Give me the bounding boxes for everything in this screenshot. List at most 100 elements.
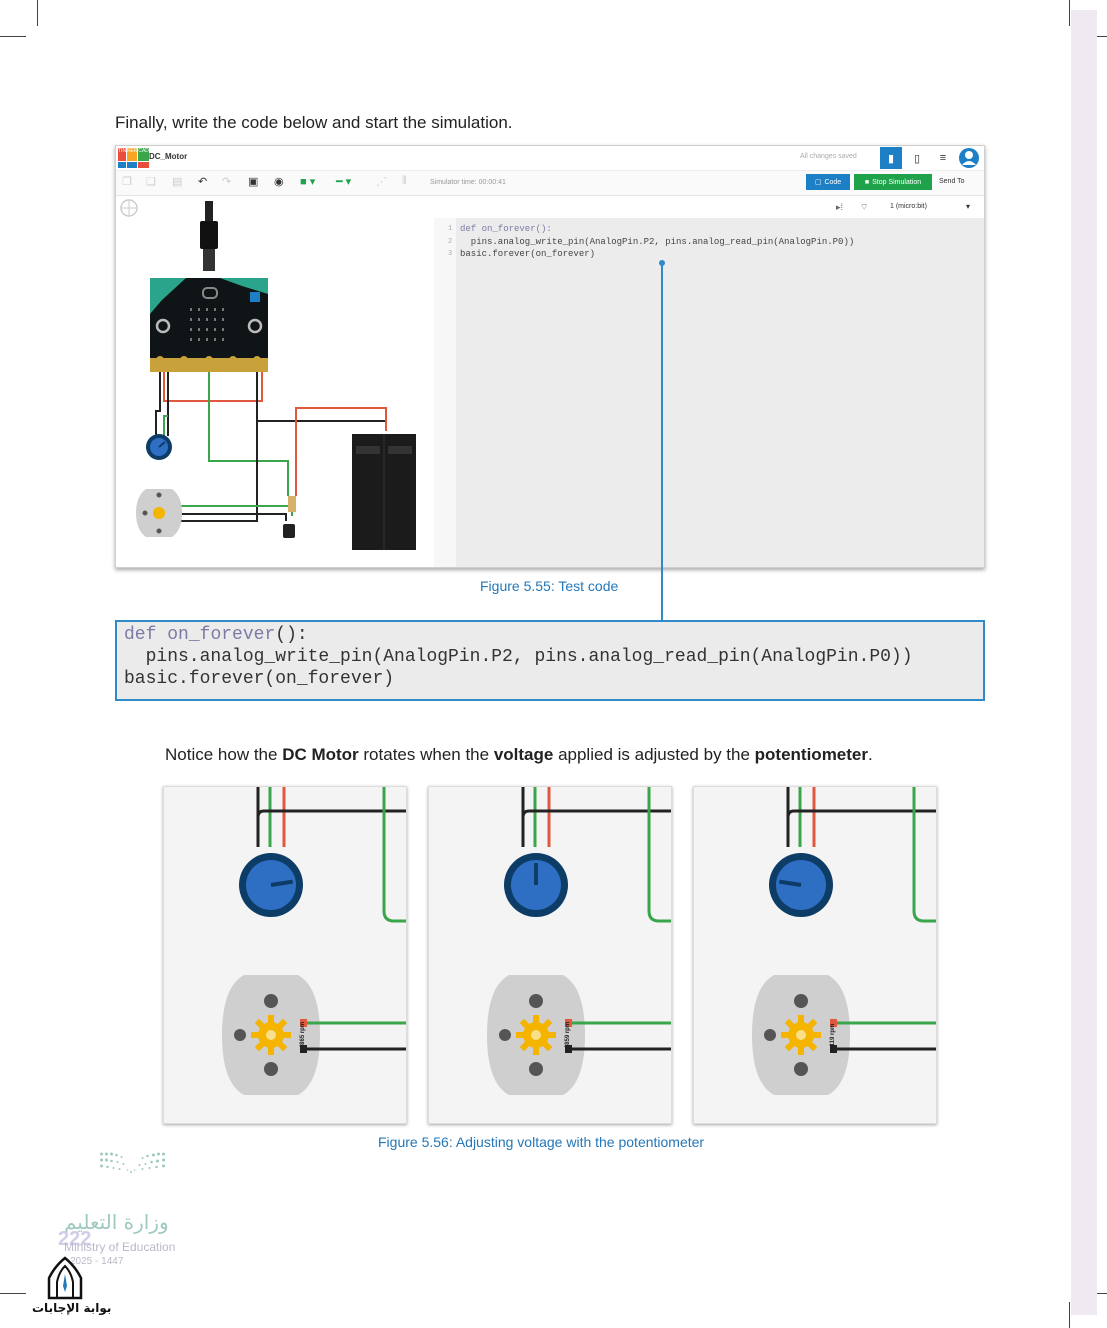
dc-motor <box>136 489 182 537</box>
code-text: def on_forever(): pins.analog_write_pin(… <box>124 624 913 690</box>
circuit-wires <box>155 372 387 522</box>
logo-cell <box>138 161 149 168</box>
notice-bold: DC Motor <box>282 745 359 764</box>
editor-header: ▸⁞ ⌔ 1 (micro:bit) ▾ <box>434 196 984 218</box>
app-logo: TIN KER CAD <box>118 148 149 168</box>
usb-cable <box>200 201 218 271</box>
callout-connector <box>659 260 665 622</box>
notes-icon[interactable]: ▣ <box>248 176 259 188</box>
intro-text: Finally, write the code below and start … <box>115 113 513 132</box>
logo-cell <box>127 161 138 168</box>
edition-year: 2025 - 1447 <box>70 1256 124 1267</box>
step-icon[interactable]: ▸⁞ <box>836 202 844 212</box>
code-line: basic.forever(on_forever) <box>460 249 596 259</box>
code-line: def on_forever(): <box>124 624 913 646</box>
panel-drawing: 1859 rpm <box>487 787 671 1095</box>
potentiometer-panel: 1859 rpm <box>428 786 672 1124</box>
simulator-screenshot: TIN KER CAD DC_Motor All changes saved ▮… <box>115 145 985 568</box>
view-icon[interactable]: ◉ <box>274 176 284 188</box>
watermark-logo-icon <box>47 1256 83 1300</box>
undo-icon[interactable]: ↶ <box>198 176 208 188</box>
user-avatar[interactable] <box>958 147 980 169</box>
code-line: pins.analog_write_pin(AnalogPin.P2, pins… <box>124 647 913 667</box>
potentiometer-knob <box>504 853 568 917</box>
potentiometer <box>146 434 172 460</box>
circuit-view-button[interactable]: ▮ <box>880 147 902 169</box>
motor-rpm-label: 4865 rpm <box>300 1022 306 1048</box>
save-status: All changes saved <box>800 153 857 160</box>
logo-cell: KER <box>127 148 138 161</box>
copy-icon[interactable]: ❐ <box>122 176 132 188</box>
line-numbers: 1 2 3 <box>448 223 452 261</box>
line-number: 1 <box>448 225 453 233</box>
potentiometer-panel: 119 rpm <box>693 786 937 1124</box>
color-picker-icon[interactable]: ■ ▾ <box>300 176 316 188</box>
potentiometer-knob <box>769 853 833 917</box>
code-function-name: _forever <box>188 625 276 645</box>
zoom-fit-icon[interactable] <box>120 199 138 217</box>
code-editor[interactable]: ▸⁞ ⌔ 1 (micro:bit) ▾ 1 2 3 def on_forever(… <box>434 196 984 567</box>
line-number: 2 <box>448 237 453 246</box>
code-function-text: forever <box>199 625 276 645</box>
align-icon[interactable]: ⫴ <box>402 175 407 187</box>
ministry-name-english: Ministry of Education <box>64 1240 176 1254</box>
microbit-board <box>150 278 268 372</box>
ministry-logo-dots <box>100 1152 165 1173</box>
panel-drawing: 4865 rpm <box>222 787 406 1095</box>
paste-icon[interactable]: ❏ <box>146 176 156 188</box>
component-icon[interactable]: ▯ <box>913 152 921 165</box>
flip-icon[interactable]: ⋰ <box>376 176 387 188</box>
dc-motor <box>487 975 585 1095</box>
stop-simulation-button[interactable]: ■Stop Simulation <box>854 174 932 190</box>
app-top-bar: TIN KER CAD DC_Motor All changes saved ▮… <box>116 146 984 171</box>
notice-bold: voltage <box>493 745 554 764</box>
app-toolbar: ❐ ❏ ▤ ↶ ↷ ▣ ◉ ■ ▾ ━ ▾ ⋰ ⫴ Simulator time… <box>116 171 984 196</box>
logo-cell: CAD <box>138 148 149 161</box>
code-line: pins.analog_write_pin(AnalogPin.P2, pins… <box>460 236 855 247</box>
editor-gutter <box>434 218 456 567</box>
crop-mark <box>37 0 38 26</box>
wire-type-icon[interactable]: ━ ▾ <box>336 176 352 188</box>
code-line: basic.forever(on_forever) <box>124 669 395 689</box>
send-to-button[interactable]: Send To <box>939 178 965 185</box>
potentiometer-panel: 4865 rpm <box>163 786 407 1124</box>
code-icon: ▢ <box>814 179 822 186</box>
motor-rpm-label: 119 rpm <box>830 1024 836 1047</box>
stop-simulation-label: Stop Simulation <box>872 178 922 186</box>
code-listing: def on_forever(): pins.analog_write_pin(… <box>115 620 985 701</box>
crop-mark <box>1069 0 1070 26</box>
ministry-name-arabic: وزارة التعليم <box>64 1210 169 1234</box>
potentiometer-knob <box>239 853 303 917</box>
figure-caption: Figure 5.55: Test code <box>480 578 619 594</box>
crop-mark <box>0 36 26 37</box>
crop-mark <box>0 1293 26 1294</box>
circuit-canvas[interactable] <box>116 196 434 567</box>
project-name[interactable]: DC_Motor <box>149 152 188 161</box>
code-button[interactable]: ▢Code <box>806 174 850 190</box>
notice-bold: potentiometer <box>754 745 868 764</box>
notice-text: Notice how the DC Motor rotates when the… <box>165 745 873 765</box>
logo-cell <box>118 161 127 168</box>
notice-part: Notice how the <box>165 745 283 764</box>
editor-code[interactable]: def on_forever(): pins.analog_write_pin(… <box>460 223 854 261</box>
list-icon[interactable]: ≡ <box>939 152 947 164</box>
panel-drawing: 119 rpm <box>752 787 936 1095</box>
code-button-label: Code <box>824 178 842 186</box>
transistor <box>283 496 296 538</box>
redo-icon[interactable]: ↷ <box>222 176 232 188</box>
delete-icon[interactable]: ▤ <box>172 176 183 188</box>
code-keyword: on <box>167 625 189 645</box>
page-number: 222 <box>58 1228 92 1250</box>
code-keyword: def <box>124 625 157 645</box>
motor-rpm-label: 1859 rpm <box>565 1022 571 1048</box>
line-number: 3 <box>448 250 453 258</box>
notice-part: . <box>868 745 873 764</box>
debug-icon[interactable]: ⌔ <box>860 202 869 212</box>
logo-cell: TIN <box>118 148 127 161</box>
chevron-down-icon[interactable]: ▾ <box>966 202 971 211</box>
code-line: def on_forever(): <box>460 224 552 234</box>
dc-motor <box>222 975 320 1095</box>
notice-part: rotates when the <box>358 745 494 764</box>
board-selector[interactable]: 1 (micro:bit) <box>890 203 927 210</box>
crop-mark <box>1069 1302 1070 1328</box>
